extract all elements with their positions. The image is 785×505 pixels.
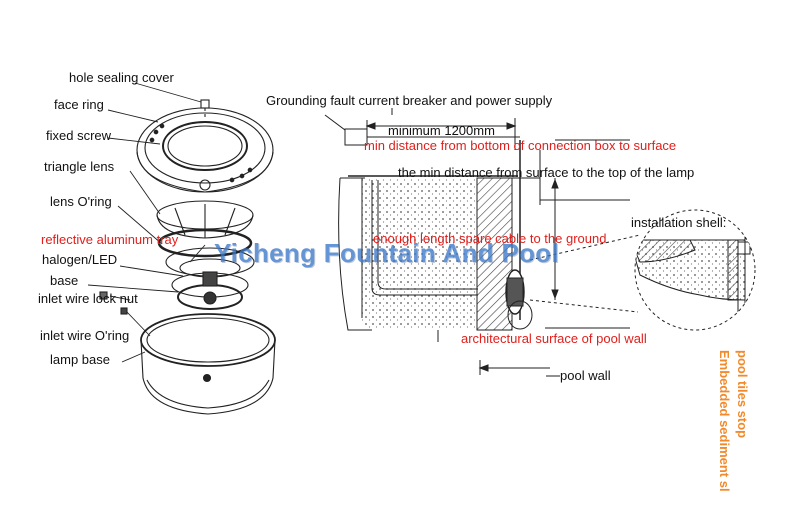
left-leader-lines	[87, 82, 206, 363]
lens-oring-part	[157, 228, 253, 258]
installation-section-drawing	[324, 108, 756, 377]
label-pool-tiles-stop: pool tiles stop	[735, 350, 750, 439]
label-lamp-base: lamp base	[50, 352, 110, 367]
watermark-text: Yicheng Fountain And Pool	[214, 238, 559, 268]
label-halogen-led: halogen/LED	[42, 252, 118, 267]
label-triangle-lens: triangle lens	[44, 159, 115, 174]
label-lens-oring: lens O'ring	[50, 194, 112, 209]
label-hole-sealing-cover: hole sealing cover	[69, 70, 174, 85]
label-min-distance-lamp: the min distance from surface to the top…	[398, 165, 695, 180]
label-architectural-surface: architectural surface of pool wall	[461, 331, 647, 346]
lock-nut-part	[99, 291, 108, 300]
label-base: base	[50, 273, 79, 288]
halogen-led-part	[171, 271, 249, 310]
installation-shell-magnifier	[529, 209, 756, 331]
label-spare-cable: enough length spare cable to the ground	[373, 231, 607, 246]
label-reflective-tray: reflective aluminum tray	[41, 232, 179, 247]
label-min-distance-box: min distance from bottom of connection b…	[364, 138, 677, 153]
lamp-base-part	[140, 313, 276, 415]
label-minimum: minimum 1200mm	[388, 123, 495, 138]
label-pool-wall: pool wall	[560, 368, 611, 383]
label-face-ring: face ring	[54, 97, 104, 112]
label-embedded-sediment: Embedded sediment sl	[717, 350, 732, 492]
label-inlet-wire-oring: inlet wire O'ring	[40, 328, 130, 343]
exploded-lamp-drawing	[99, 99, 276, 415]
oring-small-part	[120, 307, 128, 315]
label-grounding: Grounding fault current breaker and powe…	[266, 93, 553, 108]
label-fixed-screw: fixed screw	[46, 128, 112, 143]
label-inlet-wire-lock-nut: inlet wire lock nut	[38, 291, 138, 306]
label-installation-shell: installation shell:	[631, 215, 727, 230]
hole-sealing-cover-part	[200, 99, 210, 109]
face-ring-part	[136, 107, 274, 193]
